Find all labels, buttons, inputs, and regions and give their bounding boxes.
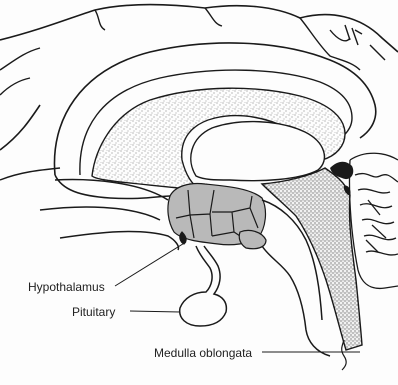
cerebellum bbox=[349, 153, 398, 288]
medulla-oblongata-label: Medulla oblongata bbox=[154, 346, 252, 360]
pituitary-gland bbox=[180, 246, 227, 326]
cortex-outline-lower bbox=[0, 105, 40, 150]
hypothalamus-leader bbox=[115, 242, 186, 286]
hypothalamus-label: Hypothalamus bbox=[28, 280, 105, 294]
pituitary-leader bbox=[130, 311, 180, 312]
hypothalamus-region bbox=[168, 184, 266, 249]
lower-cortex-curves bbox=[40, 180, 178, 250]
pituitary-label: Pituitary bbox=[72, 305, 115, 319]
